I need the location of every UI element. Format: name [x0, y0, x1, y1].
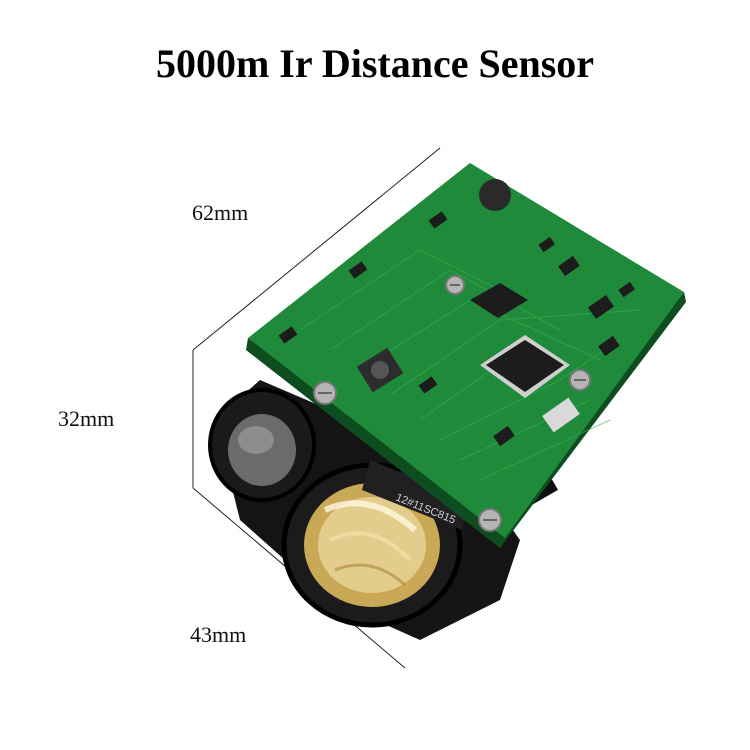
guide-top	[192, 147, 441, 351]
sensor-housing: 12#11SC815	[208, 380, 558, 640]
dimension-height-label: 32mm	[58, 406, 115, 431]
pcb-board	[246, 163, 686, 548]
product-title: 5000m Ir Distance Sensor	[155, 41, 595, 86]
mounting-screws	[313, 275, 591, 532]
crystal-oscillator	[542, 397, 580, 433]
secondary-chip	[470, 283, 528, 318]
small-components	[278, 211, 636, 447]
microcontroller-chip	[480, 335, 570, 398]
dimension-length-label: 62mm	[192, 200, 249, 225]
buzzer	[479, 179, 511, 211]
dimension-width-label: 43mm	[190, 622, 247, 647]
